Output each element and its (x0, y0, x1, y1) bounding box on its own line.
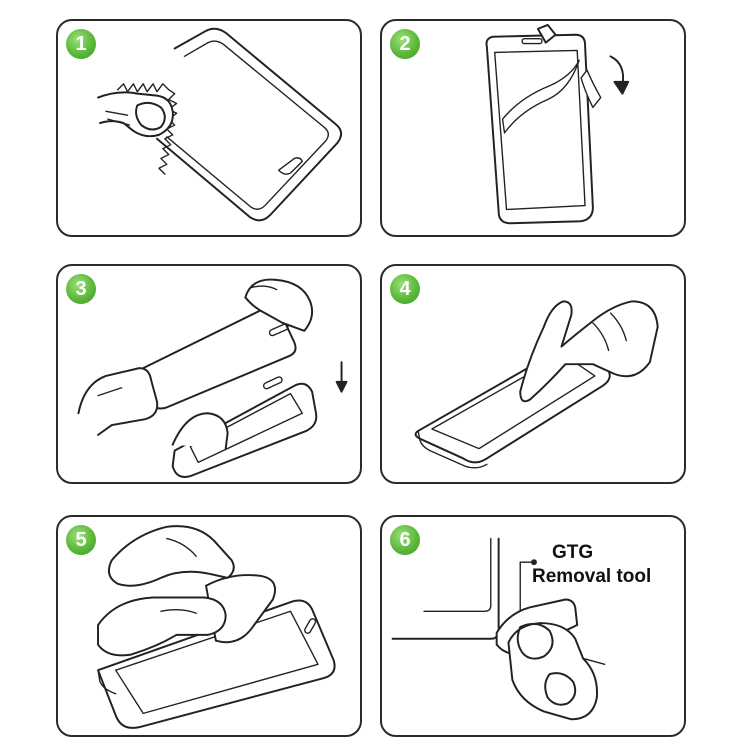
removal-tool-label: GTG Removal tool (532, 541, 651, 589)
tool-brand-label: GTG (552, 542, 594, 563)
tool-name-label: Removal tool (532, 566, 652, 587)
lift-reposition-illustration (97, 525, 336, 729)
step-number-badge: 2 (390, 29, 420, 59)
step-number-badge: 3 (66, 274, 96, 304)
step-number-badge: 4 (390, 274, 420, 304)
step-panel-1: 1 (56, 19, 362, 237)
step-panel-2: 2 (380, 19, 686, 237)
step-panel-6: 6 GTG Removal tool (380, 515, 686, 737)
press-glass-illustration (414, 300, 659, 469)
step-panel-4: 4 (380, 264, 686, 484)
removal-tool-illustration (391, 537, 606, 721)
step-panel-5: 5 (56, 515, 362, 737)
wipe-screen-illustration (97, 27, 343, 222)
step-number-badge: 1 (66, 29, 96, 59)
step-number-badge: 6 (390, 525, 420, 555)
step-number-badge: 5 (66, 525, 96, 555)
peel-film-illustration (485, 23, 630, 225)
align-glass-illustration (77, 278, 348, 478)
step-panel-3: 3 (56, 264, 362, 484)
